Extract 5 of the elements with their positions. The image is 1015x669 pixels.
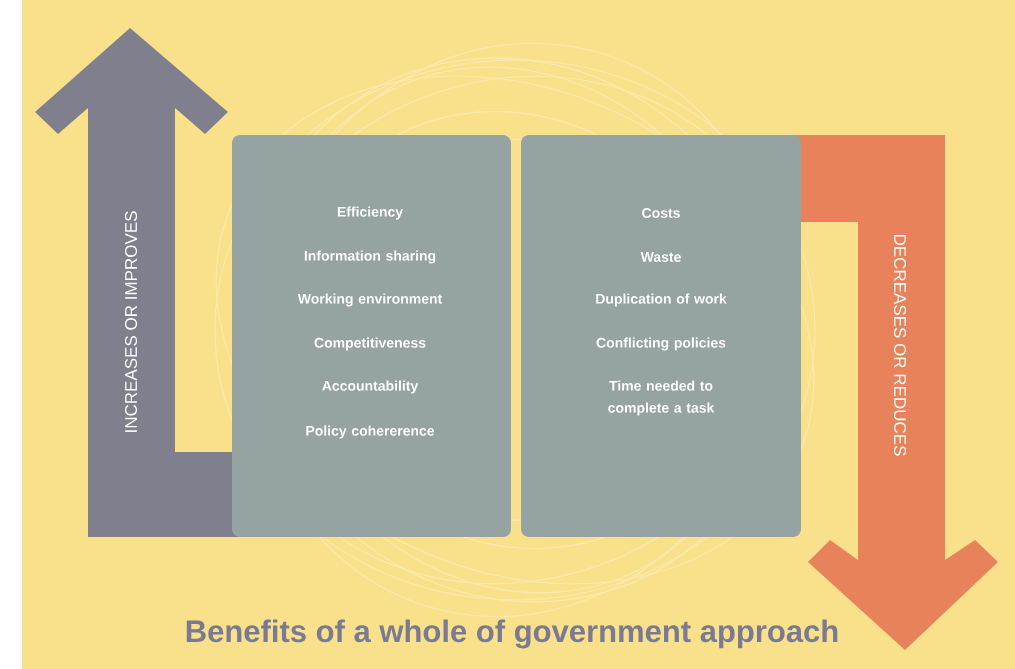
arrow-label: INCREASES OR IMPROVES [125,211,138,432]
list-panel: Efficiency Information sharing Working environment Competitiveness Accountability Policy cohererence [232,135,511,537]
title: Benefits of a whole of government approach [186,619,838,649]
arrow-label: DECREASES OR REDUCES [894,234,906,456]
list-panel: Costs Waste Duplication of work Conflicting policies Time needed to complete a task [521,135,801,537]
